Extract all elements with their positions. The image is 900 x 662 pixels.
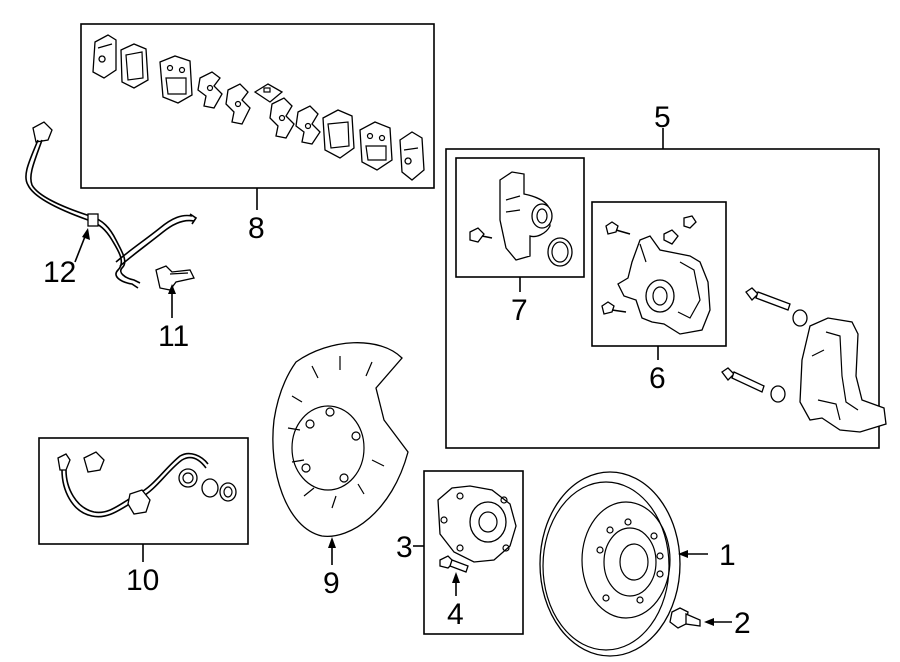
hub-bearing-assembly bbox=[437, 485, 517, 563]
caliper-piston-body bbox=[469, 171, 573, 267]
callout-1: 1 bbox=[719, 539, 736, 572]
leader-lines bbox=[74, 128, 732, 626]
callout-3: 3 bbox=[396, 531, 413, 564]
hub-bolt bbox=[439, 555, 469, 573]
callout-5: 5 bbox=[654, 101, 671, 134]
callout-12: 12 bbox=[43, 256, 76, 289]
callout-8: 8 bbox=[248, 212, 265, 245]
rotor-screw bbox=[669, 607, 701, 629]
brake-rotor bbox=[539, 471, 681, 657]
sensor-clip bbox=[155, 265, 195, 291]
box-hub-bearing bbox=[423, 470, 524, 635]
callout-4: 4 bbox=[447, 598, 464, 631]
callout-6: 6 bbox=[649, 362, 666, 395]
callout-9: 9 bbox=[323, 567, 340, 600]
callout-2: 2 bbox=[734, 607, 751, 640]
box-caliper-housing bbox=[591, 201, 727, 347]
abs-sensor-wire bbox=[25, 121, 198, 289]
caliper-bracket-parts bbox=[721, 287, 887, 433]
dust-shield bbox=[272, 342, 409, 537]
callout-7: 7 bbox=[511, 294, 528, 327]
callout-10: 10 bbox=[126, 564, 159, 597]
callout-11: 11 bbox=[158, 320, 189, 353]
brake-hose-parts bbox=[57, 451, 237, 518]
caliper-housing-parts bbox=[601, 215, 711, 335]
brake-pad-kit-parts bbox=[92, 34, 425, 181]
